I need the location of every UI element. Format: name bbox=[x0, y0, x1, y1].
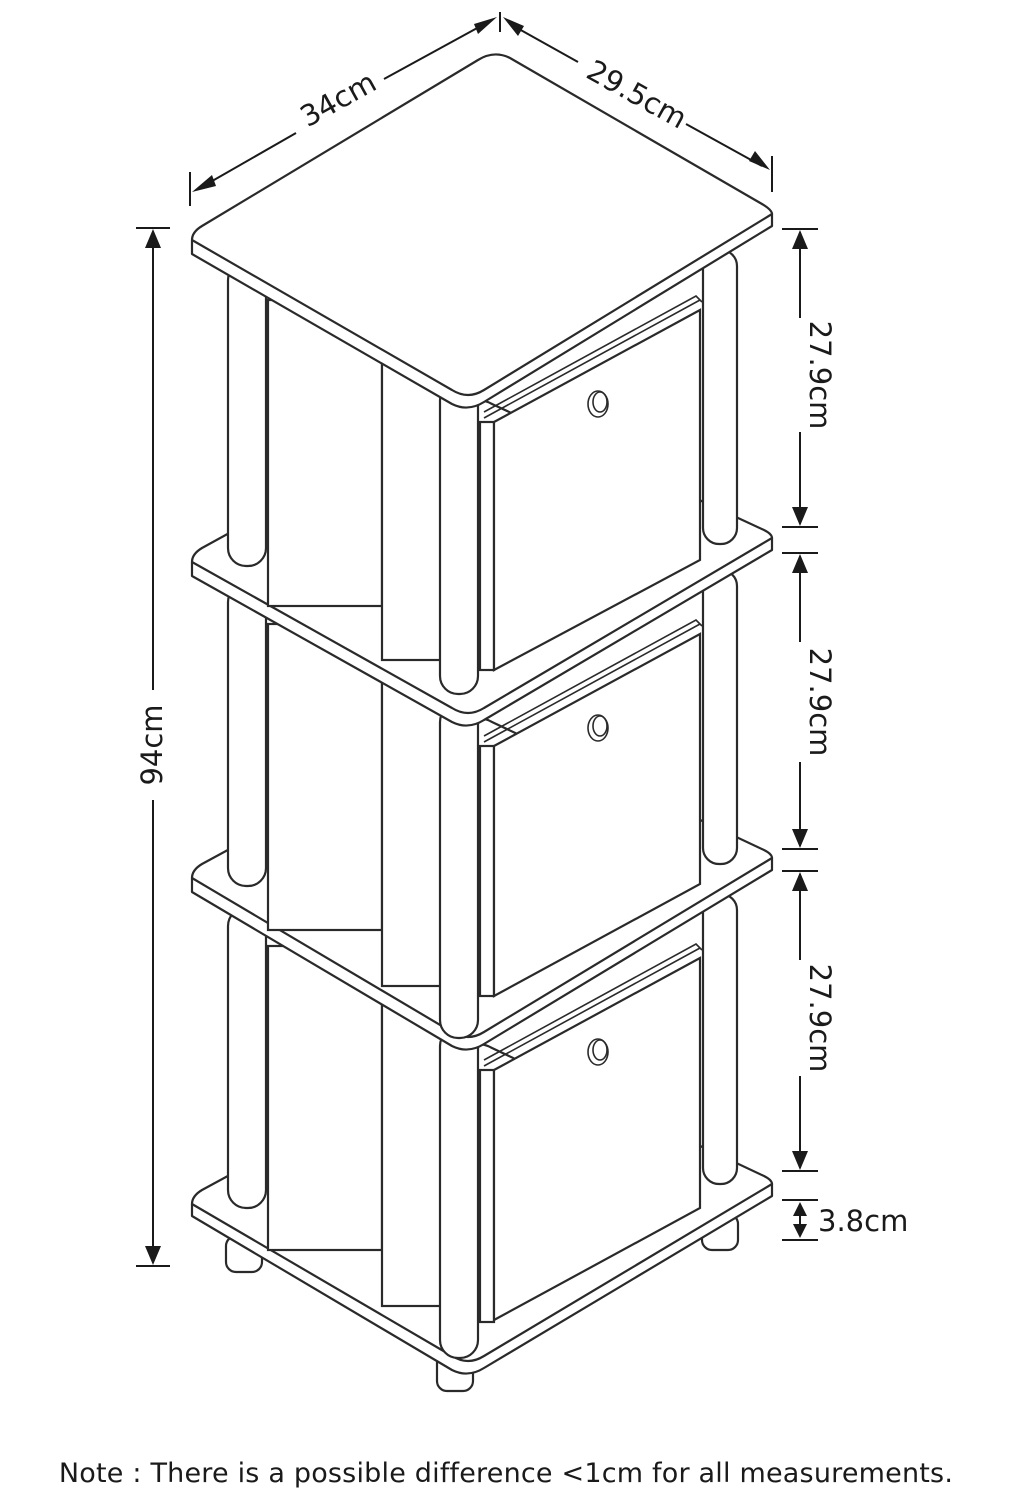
top-panel bbox=[190, 53, 774, 409]
dim-total-height: 94cm bbox=[135, 227, 170, 1267]
dim-tier-heights: 27.9cm 27.9cm 27.9cm bbox=[782, 228, 837, 1172]
measurement-note: Note : There is a possible difference <1… bbox=[58, 1458, 954, 1489]
tier3-height-label: 27.9cm bbox=[803, 964, 837, 1073]
tier2-height-label: 27.9cm bbox=[803, 648, 837, 757]
tier-middle bbox=[226, 568, 739, 1040]
base-height-label: 3.8cm bbox=[818, 1204, 908, 1238]
total-height-label: 94cm bbox=[135, 704, 169, 785]
dim-base-height: 3.8cm bbox=[782, 1199, 908, 1241]
width-label: 34cm bbox=[294, 65, 381, 134]
tier1-height-label: 27.9cm bbox=[803, 321, 837, 430]
tier-bottom bbox=[226, 892, 739, 1360]
